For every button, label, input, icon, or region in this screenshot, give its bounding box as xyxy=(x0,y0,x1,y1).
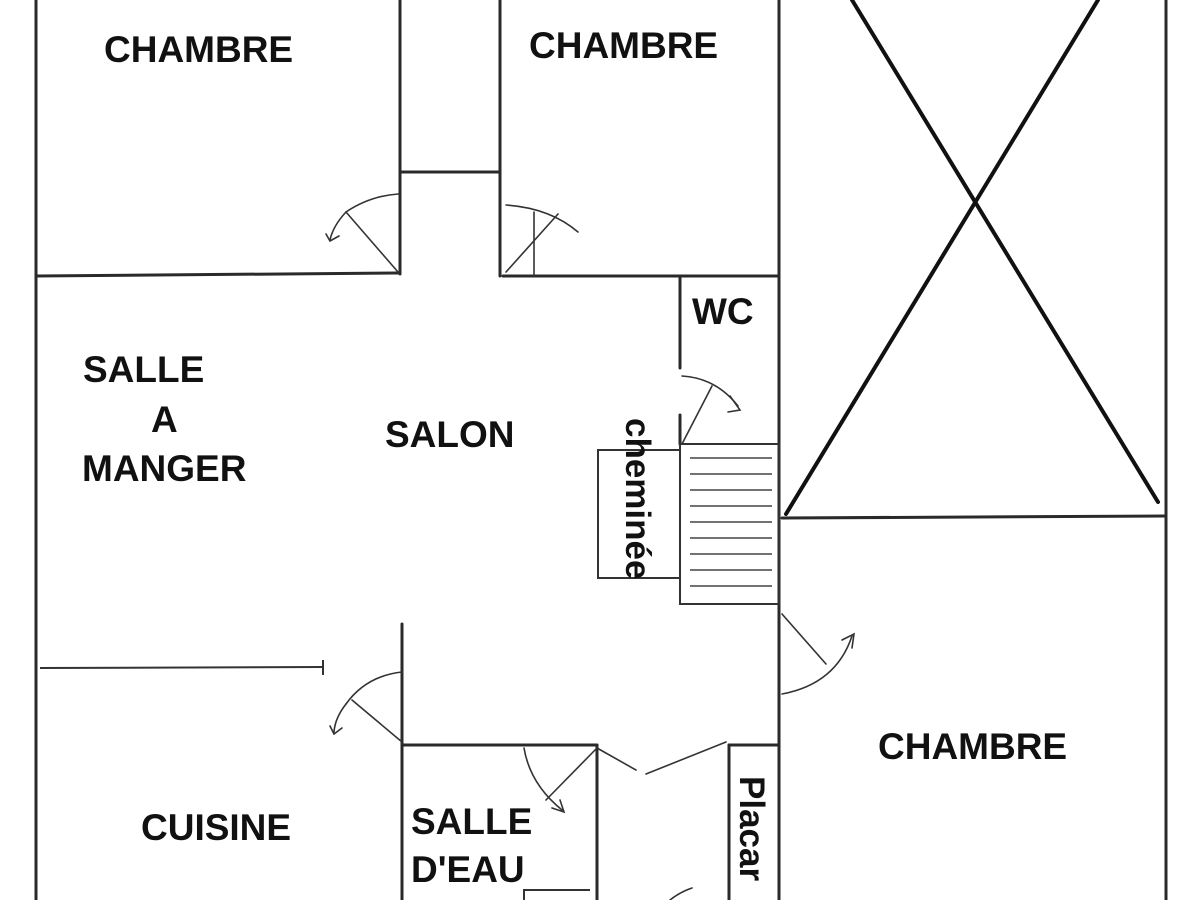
door-shower xyxy=(523,747,598,814)
label-kitchen: CUISINE xyxy=(141,807,291,848)
label-bedroom-top-left: CHAMBRE xyxy=(104,29,293,70)
label-fireplace: cheminée xyxy=(618,418,657,579)
stair-steps xyxy=(690,457,772,587)
door-kitchen xyxy=(329,671,403,743)
wall-void-bottom xyxy=(780,514,1168,520)
door-closet xyxy=(596,741,727,775)
void-cross xyxy=(784,0,1160,516)
fireplace-outline xyxy=(597,449,680,579)
shower-tray xyxy=(523,889,590,900)
label-dining-line1: SALLE xyxy=(83,349,204,390)
door-bedroom2 xyxy=(505,204,579,277)
staircase xyxy=(679,443,780,605)
wall-kitchen-top xyxy=(39,666,324,669)
door-bedroom1 xyxy=(325,193,399,273)
label-living-room: SALON xyxy=(385,414,515,455)
label-bedroom-top-middle: CHAMBRE xyxy=(529,25,718,66)
label-bedroom-bottom-right: CHAMBRE xyxy=(878,726,1067,767)
wall-bedroom1-bottom xyxy=(34,271,400,278)
door-wc xyxy=(681,375,742,445)
label-dining-line3: MANGER xyxy=(82,448,246,489)
label-shower-line2: D'EAU xyxy=(411,849,525,890)
label-wc: WC xyxy=(692,291,754,332)
label-closet: Placar xyxy=(732,776,771,881)
label-dining-line2: A xyxy=(151,399,178,440)
label-shower-line1: SALLE xyxy=(411,801,532,842)
door-bottom-hall xyxy=(669,887,693,900)
door-bedroom3 xyxy=(781,613,856,695)
